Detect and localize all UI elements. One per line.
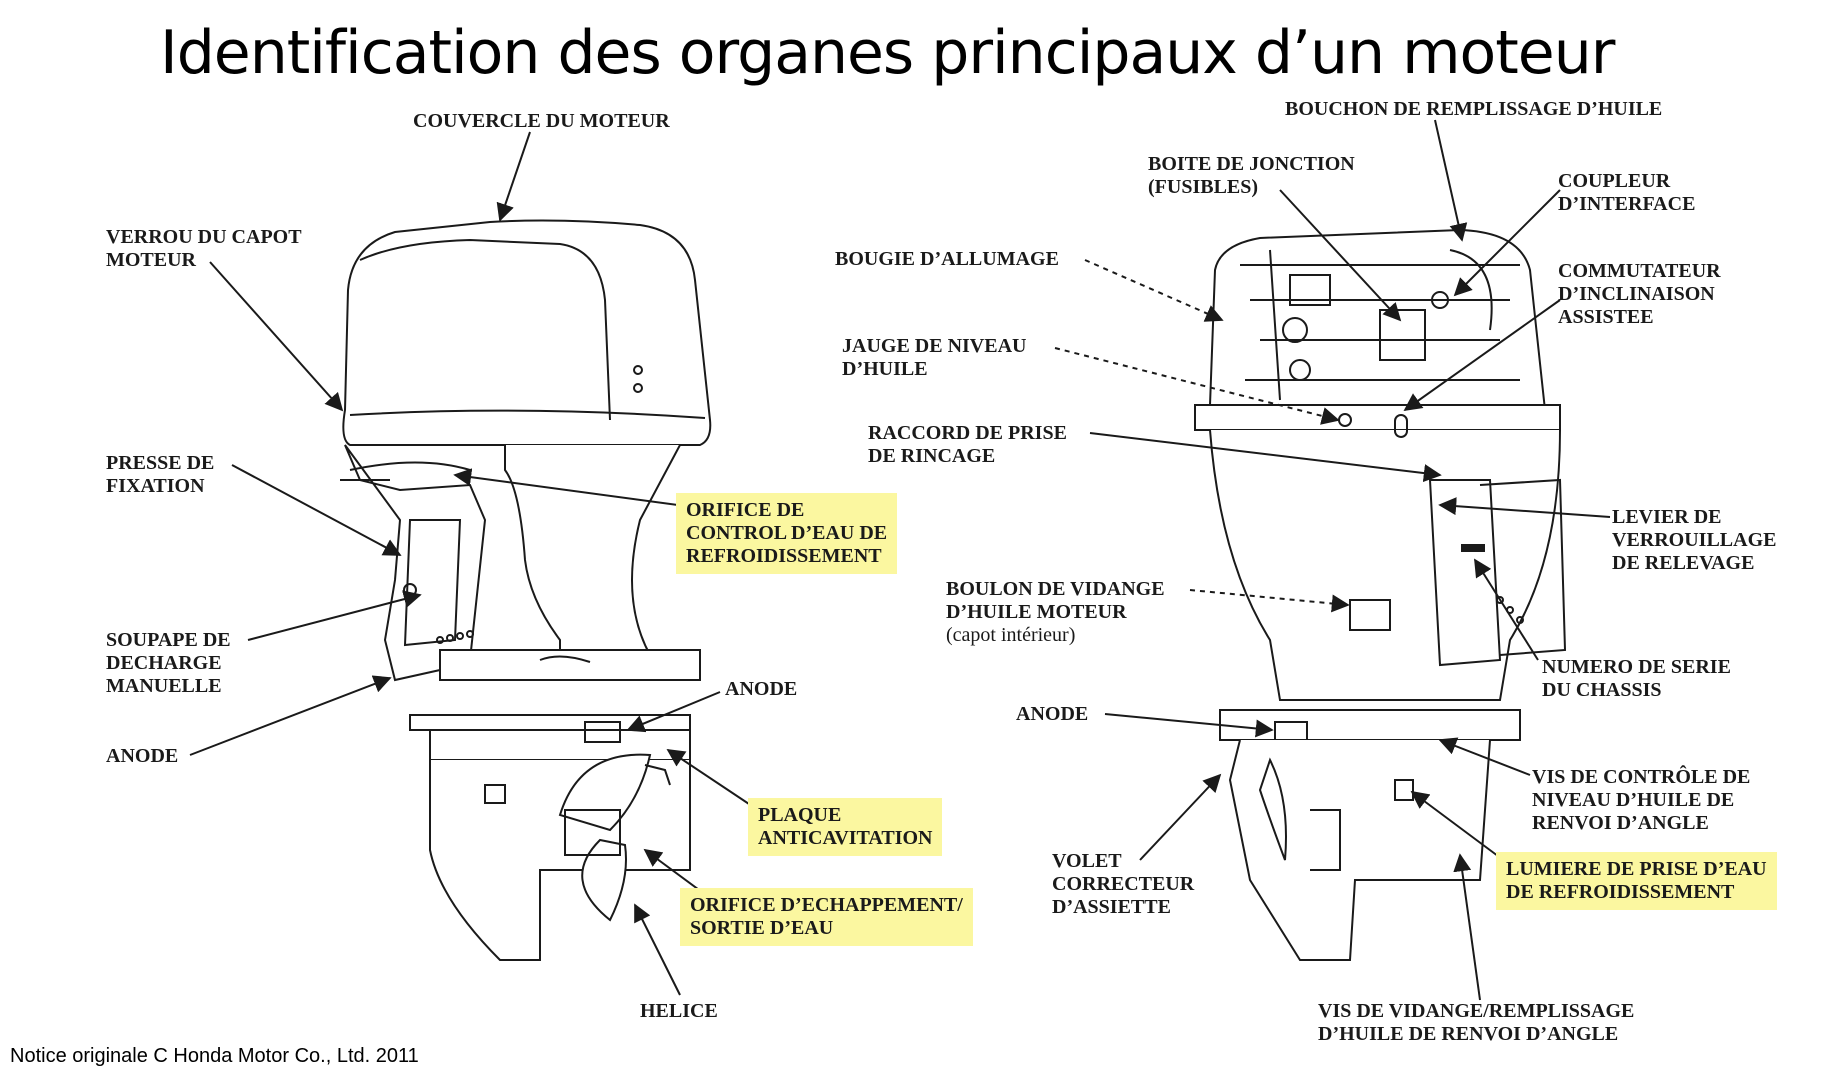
label-vis-vidange-renvoi: VIS DE VIDANGE/REMPLISSAGE D’HUILE DE RE… <box>1318 1000 1635 1045</box>
label-orifice-echappement: ORIFICE D’ECHAPPEMENT/ SORTIE D’EAU <box>680 888 973 946</box>
label-presse-de-fixation: PRESSE DE FIXATION <box>106 452 215 497</box>
label-levier-verrouillage: LEVIER DE VERROUILLAGE DE RELEVAGE <box>1612 506 1777 574</box>
label-helice: HELICE <box>640 1000 718 1022</box>
label-bougie-allumage: BOUGIE D’ALLUMAGE <box>835 248 1059 270</box>
label-orifice-control-eau: ORIFICE DE CONTROL D’EAU DE REFROIDISSEM… <box>676 493 898 574</box>
label-capot-interieur: (capot intérieur) <box>946 624 1076 646</box>
label-verrou-du-capot: VERROU DU CAPOT MOTEUR <box>106 226 302 271</box>
label-couvercle-du-moteur: COUVERCLE DU MOTEUR <box>413 110 670 132</box>
leader-lines <box>189 119 1611 1001</box>
label-lumiere-prise-eau: LUMIERE DE PRISE D’EAU DE REFROIDISSEMEN… <box>1496 852 1777 910</box>
label-coupleur-interface: COUPLEUR D’INTERFACE <box>1558 170 1696 215</box>
label-jauge-niveau-huile: JAUGE DE NIVEAU D’HUILE <box>842 335 1027 380</box>
label-volet-correcteur: VOLET CORRECTEUR D’ASSIETTE <box>1052 850 1195 918</box>
label-anode-left-2: ANODE <box>725 678 798 700</box>
right-engine-drawing <box>1194 228 1567 961</box>
label-raccord-prise-rincage: RACCORD DE PRISE DE RINCAGE <box>868 422 1067 467</box>
label-boulon-vidange: BOULON DE VIDANGE D’HUILE MOTEUR <box>946 578 1165 623</box>
label-soupape-decharge: SOUPAPE DE DECHARGE MANUELLE <box>106 629 231 697</box>
label-anode-right: ANODE <box>1016 703 1089 725</box>
label-plaque-anticavitation: PLAQUE ANTICAVITATION <box>748 798 943 856</box>
copyright-footer: Notice originale C Honda Motor Co., Ltd.… <box>10 1045 419 1067</box>
label-commutateur-inclinaison: COMMUTATEUR D’INCLINAISON ASSISTEE <box>1558 260 1721 328</box>
page-title: Identification des organes principaux d’… <box>160 18 1615 88</box>
label-vis-controle-niveau: VIS DE CONTRÔLE DE NIVEAU D’HUILE DE REN… <box>1532 766 1751 834</box>
label-bouchon-remplissage: BOUCHON DE REMPLISSAGE D’HUILE <box>1285 98 1663 120</box>
label-boite-de-jonction: BOITE DE JONCTION (FUSIBLES) <box>1148 153 1355 198</box>
left-engine-drawing <box>340 219 712 961</box>
label-numero-de-serie: NUMERO DE SERIE DU CHASSIS <box>1542 656 1731 701</box>
label-anode-left-1: ANODE <box>106 745 179 767</box>
